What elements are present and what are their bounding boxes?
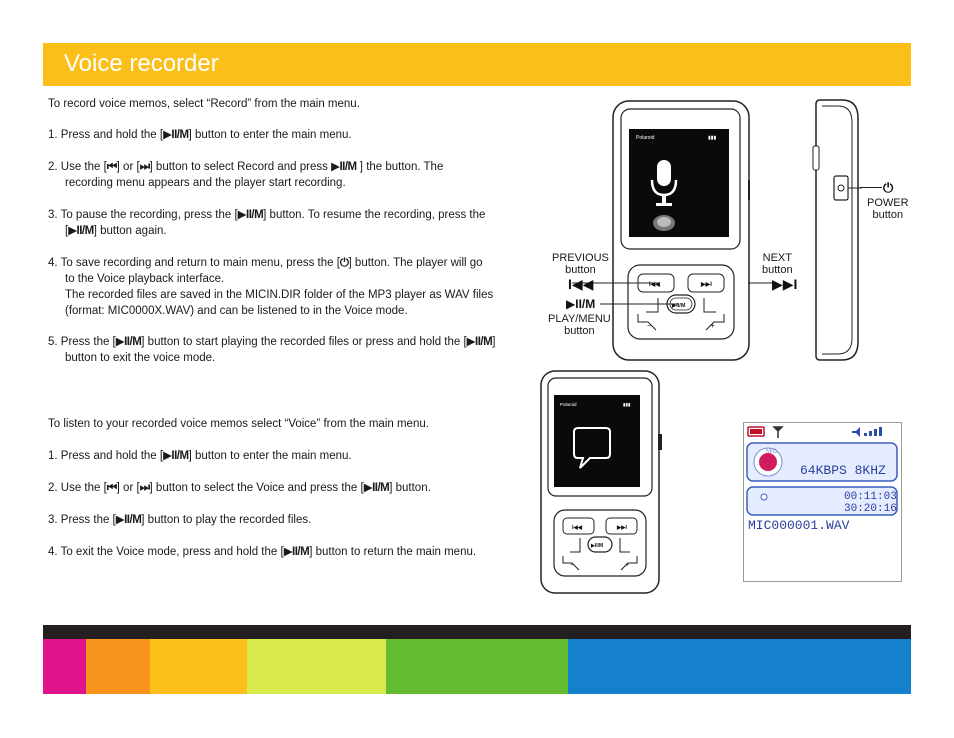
device2-battery: ▮▮▮ — [623, 402, 631, 407]
microphone-icon — [650, 160, 678, 206]
record-step-3: 3. To pause the recording, press the [▶I… — [48, 209, 486, 237]
device2-key-plus: + — [625, 562, 629, 569]
mode-label: MIC — [766, 449, 778, 455]
device2-key-next: ▶▶I — [616, 524, 627, 531]
power-icon: ⏻ — [883, 180, 894, 195]
footer-strip-yellow — [150, 639, 247, 694]
filename: MIC000001.WAV — [748, 518, 850, 533]
record-indicator-icon — [653, 215, 675, 231]
voice-step-2: 2. Use the [⏮] or [⏭] button to select t… — [48, 482, 431, 494]
footer-strip-green — [386, 639, 568, 694]
time-total: 30:20:16 — [844, 503, 897, 515]
footer-strip-blue — [568, 639, 911, 694]
speech-bubble-icon — [573, 427, 611, 469]
device2-brand: Polaroid — [560, 402, 577, 407]
record-step-4: 4. To save recording and return to main … — [48, 257, 494, 317]
title-banner: Voice recorder — [43, 43, 911, 86]
record-step-1: 1. Press and hold the [▶II/M] button to … — [48, 129, 352, 141]
page-title: Voice recorder — [64, 50, 219, 77]
device2-key-minus: − — [570, 562, 574, 569]
record-step-2: 2. Use the [⏮] or [⏭] button to select R… — [48, 161, 444, 189]
mp3-player-record-illustration: Polaroid ▮▮▮ I◀◀ ▶▶I ▶II/M − + — [612, 100, 750, 361]
device2-key-prev: I◀◀ — [572, 524, 583, 531]
voice-step-3: 3. Press the [▶II/M] button to play the … — [48, 514, 312, 526]
device-key-next: ▶▶I — [700, 281, 712, 288]
mp3-player-voice-illustration: Polaroid ▮▮▮ I◀◀ ▶▶I ▶II/M − + — [540, 370, 662, 594]
device-key-center: ▶II/M — [671, 302, 686, 309]
callout-lines — [572, 282, 775, 305]
volume-icon — [852, 427, 882, 437]
record-step-5: 5. Press the [▶II/M] button to start pla… — [48, 336, 496, 364]
device-key-minus: − — [647, 321, 652, 330]
next-icon: ▶▶I — [772, 276, 798, 292]
power-switch — [833, 175, 849, 201]
mp3-player-side-illustration — [812, 99, 862, 361]
record-intro: To record voice memos, select “Record” f… — [48, 98, 360, 110]
voice-step-1: 1. Press and hold the [▶II/M] button to … — [48, 450, 352, 462]
device2-key-center: ▶II/M — [590, 543, 603, 549]
time-elapsed: 00:11:03 — [844, 491, 897, 503]
device-key-plus: + — [710, 321, 715, 330]
battery-icon — [747, 426, 765, 437]
voice-playback-screen: MIC 64KBPS 8KHZ 00:11:03 30:20:16 MIC000… — [743, 422, 902, 582]
footer-strip-magenta — [43, 639, 86, 694]
power-leader-line — [860, 187, 882, 188]
bitrate-readout: 64KBPS 8KHZ — [800, 463, 886, 478]
footer-strip-lime — [247, 639, 386, 694]
footer-strip-orange — [86, 639, 150, 694]
device-key-prev: I◀◀ — [649, 281, 660, 288]
previous-icon: I◀◀ — [568, 276, 594, 292]
voice-playback-screen-graphic: MIC 64KBPS 8KHZ 00:11:03 30:20:16 MIC000… — [744, 423, 901, 533]
play-menu-icon: ▶II/M — [566, 297, 596, 311]
antenna-icon — [772, 426, 784, 438]
device-brand: Polaroid — [636, 135, 655, 141]
device-battery: ▮▮▮ — [708, 135, 717, 141]
voice-step-4: 4. To exit the Voice mode, press and hol… — [48, 546, 477, 558]
footer-dark-bar — [43, 625, 911, 639]
voice-intro: To listen to your recorded voice memos s… — [48, 418, 429, 430]
progress-dot — [760, 493, 768, 501]
